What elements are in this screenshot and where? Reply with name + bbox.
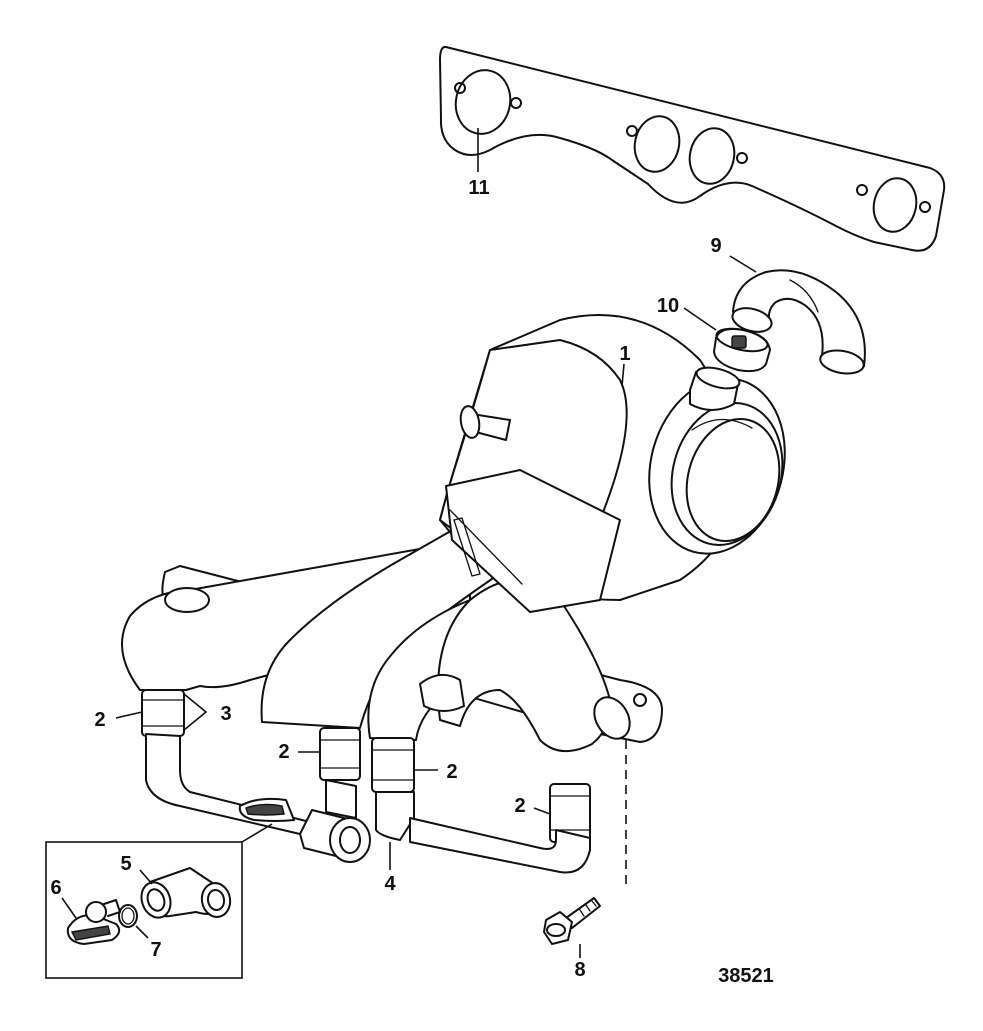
gasket-part-11 — [439, 45, 946, 252]
exhaust-manifold-part-1 — [121, 314, 786, 752]
bolt-part-8 — [543, 897, 601, 945]
drain-hose-part-4 — [145, 733, 591, 874]
callout-labels: 11 9 10 1 2 3 2 2 2 4 5 6 7 8 38521 — [50, 177, 773, 987]
callout-10: 10 — [657, 295, 679, 317]
u-hose-part-9 — [731, 269, 866, 375]
detail-inset-box — [45, 823, 273, 979]
callout-2-center-left: 2 — [278, 741, 289, 763]
callout-2-center-right: 2 — [446, 761, 457, 783]
drain-plug-part-6 — [66, 899, 121, 945]
callout-2-right: 2 — [514, 795, 525, 817]
o-ring-part-7 — [118, 904, 138, 928]
callout-5: 5 — [120, 853, 131, 875]
callout-2-left: 2 — [94, 709, 105, 731]
callout-6: 6 — [50, 877, 61, 899]
hose-clamp-part-10 — [713, 327, 771, 373]
callout-8: 8 — [574, 959, 585, 981]
callout-9: 9 — [710, 235, 721, 257]
callout-3: 3 — [220, 703, 231, 725]
callout-7: 7 — [150, 939, 161, 961]
callout-4: 4 — [384, 873, 396, 895]
callout-11: 11 — [468, 177, 489, 199]
leader-lines — [61, 128, 757, 958]
elbow-fitting-part-5 — [140, 867, 232, 919]
hose-clamps-part-2 — [141, 689, 591, 843]
callout-1: 1 — [619, 343, 630, 365]
figure-number: 38521 — [718, 965, 774, 987]
